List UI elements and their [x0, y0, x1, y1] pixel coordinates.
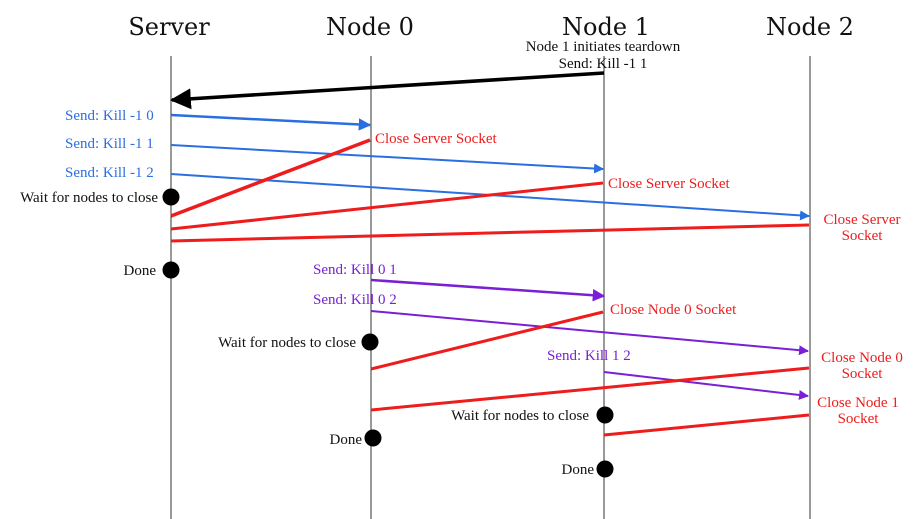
send-label-kill-m1-0: Send: Kill -1 0: [65, 108, 154, 124]
close-label-node1-server: Close Server Socket: [608, 176, 730, 192]
arrow-kill-server-node1: [170, 144, 604, 174]
wait-dot-node1: [596, 406, 614, 424]
send-label-kill-0-1: Send: Kill 0 1: [313, 262, 397, 278]
close-label-node2-node0-line1: Close Node 0: [821, 350, 903, 366]
close-label-node1-node0: Close Node 0 Socket: [610, 302, 737, 318]
status-wait-server: Wait for nodes to close: [20, 190, 158, 206]
teardown-note-line2: Send: Kill -1 1: [559, 56, 648, 72]
close-label-node2-server-line1: Close Server: [823, 212, 900, 228]
close-label-node0-server: Close Server Socket: [375, 131, 497, 147]
close-label-node2-server-line2: Socket: [842, 228, 884, 244]
close-line-node2-node1: [603, 413, 810, 437]
close-line-node2-node0: [370, 366, 810, 412]
close-line-node2-server: [170, 223, 810, 243]
close-label-node2-node1-line1: Close Node 1: [817, 395, 899, 411]
arrow-kill-node0-node1: [370, 278, 606, 302]
status-done-server: Done: [124, 263, 157, 279]
arrow-teardown-kill: [169, 71, 605, 110]
status-wait-node0: Wait for nodes to close: [218, 335, 356, 351]
wait-dot-node0: [361, 333, 379, 351]
done-dot-server: [162, 261, 180, 279]
close-label-node2-node1-line2: Socket: [838, 411, 880, 427]
header-server: Server: [128, 13, 210, 41]
close-line-node0-server: [170, 138, 371, 218]
arrow-kill-node0-node2: [370, 310, 809, 356]
done-dot-node1: [596, 460, 614, 478]
close-label-node2-node0-line2: Socket: [842, 366, 884, 382]
arrow-kill-server-node0: [170, 113, 372, 131]
header-node-0: Node 0: [326, 13, 414, 41]
header-node-1: Node 1: [562, 13, 650, 41]
arrow-kill-node1-node2: [603, 371, 809, 400]
header-node-2: Node 2: [766, 13, 854, 41]
close-line-node1-server: [170, 181, 604, 231]
send-label-kill-0-2: Send: Kill 0 2: [313, 292, 397, 308]
teardown-note-line1: Node 1 initiates teardown: [526, 39, 681, 55]
done-dot-node0: [364, 429, 382, 447]
send-label-kill-m1-1: Send: Kill -1 1: [65, 136, 154, 152]
wait-dot-server: [162, 188, 180, 206]
status-done-node1: Done: [562, 462, 595, 478]
status-done-node0: Done: [330, 432, 363, 448]
status-wait-node1: Wait for nodes to close: [451, 408, 589, 424]
send-label-kill-1-2: Send: Kill 1 2: [547, 348, 631, 364]
send-label-kill-m1-2: Send: Kill -1 2: [65, 165, 154, 181]
close-line-node1-node0: [370, 310, 604, 371]
